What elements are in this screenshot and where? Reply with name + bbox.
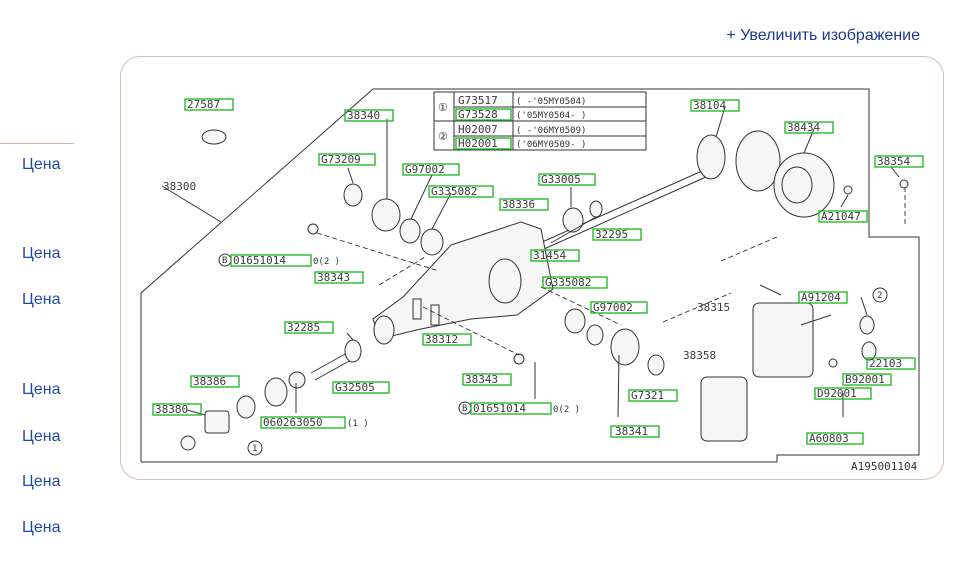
part-number[interactable]: A60803 bbox=[809, 432, 849, 445]
bolt-mark: B bbox=[462, 404, 467, 414]
table-range: ('05MY0504- ) bbox=[516, 111, 586, 121]
table-mark: ① bbox=[438, 101, 448, 114]
part-number[interactable]: G97002 bbox=[593, 301, 633, 314]
applicability-table: ① ② G73517 G73528 H02007 H02001 ( -'05MY… bbox=[433, 91, 647, 151]
part-number[interactable]: G32505 bbox=[335, 381, 375, 394]
bolt-code[interactable]: 01651014 bbox=[233, 254, 286, 267]
part-number[interactable]: D92001 bbox=[817, 387, 857, 400]
part-number[interactable]: 38386 bbox=[193, 375, 226, 388]
part-number[interactable]: G33005 bbox=[541, 173, 581, 186]
part-number: 38358 bbox=[683, 349, 716, 362]
bolt-mark: B bbox=[222, 256, 227, 266]
price-label: Цена bbox=[22, 245, 61, 262]
part-number[interactable]: 31454 bbox=[533, 249, 566, 262]
part-number[interactable]: 38380 bbox=[155, 403, 188, 416]
table-part[interactable]: H02007 bbox=[458, 123, 498, 136]
table-part[interactable]: G73517 bbox=[458, 94, 498, 107]
part-drawings bbox=[180, 129, 909, 451]
price-label: Цена bbox=[22, 381, 61, 398]
circle-marks: 1 2 bbox=[247, 287, 888, 456]
sidebar-divider bbox=[0, 143, 74, 144]
part-number[interactable]: G7321 bbox=[631, 389, 664, 402]
circle-mark: 1 bbox=[252, 444, 257, 454]
figure-id: A195001104 bbox=[851, 460, 918, 473]
part-number[interactable]: 38340 bbox=[347, 109, 380, 122]
table-part[interactable]: H02001 bbox=[458, 137, 498, 150]
parts-diagram-card[interactable]: ① ② G73517 G73528 H02007 H02001 ( -'05MY… bbox=[120, 56, 944, 480]
circle-mark: 2 bbox=[877, 291, 882, 301]
bolt-qty: 0(2 ) bbox=[313, 257, 340, 267]
part-number[interactable]: 38343 bbox=[465, 373, 498, 386]
table-part[interactable]: G73528 bbox=[458, 108, 498, 121]
price-label: Цена bbox=[22, 156, 61, 173]
part-number[interactable]: 38434 bbox=[787, 121, 820, 134]
part-number[interactable]: A21047 bbox=[821, 210, 861, 223]
diagram-frame bbox=[140, 88, 920, 463]
part-number[interactable]: 38104 bbox=[693, 99, 726, 112]
part-labels[interactable]: 27587 38340 G73209 G97002 G335082 38300 … bbox=[152, 98, 924, 445]
table-mark: ② bbox=[438, 130, 448, 143]
table-range: ( -'05MY0504) bbox=[516, 97, 586, 107]
part-number[interactable]: 38343 bbox=[317, 271, 350, 284]
parts-diagram: ① ② G73517 G73528 H02007 H02001 ( -'05MY… bbox=[140, 88, 924, 473]
part-number[interactable]: G335082 bbox=[431, 185, 477, 198]
part-number[interactable]: 32295 bbox=[595, 228, 628, 241]
price-label: Цена bbox=[22, 473, 61, 490]
part-number: 38300 bbox=[163, 180, 196, 193]
price-label: Цена bbox=[22, 519, 61, 536]
bolt-code[interactable]: 01651014 bbox=[473, 402, 526, 415]
bolt-code[interactable]: 060263050 bbox=[263, 416, 323, 429]
price-label: Цена bbox=[22, 428, 61, 445]
price-label: Цена bbox=[22, 291, 61, 308]
part-number[interactable]: 32285 bbox=[287, 321, 320, 334]
part-number[interactable]: G335082 bbox=[545, 276, 591, 289]
bolt-qty: 0(2 ) bbox=[553, 405, 580, 415]
part-number[interactable]: A91204 bbox=[801, 291, 841, 304]
table-range: ('06MY0509- ) bbox=[516, 140, 586, 150]
part-number[interactable]: 22103 bbox=[869, 357, 902, 370]
zoom-image-link[interactable]: + Увеличить изображение bbox=[726, 27, 920, 44]
bolt-qty: (1 ) bbox=[347, 419, 369, 429]
part-number[interactable]: 38354 bbox=[877, 155, 910, 168]
part-number[interactable]: 38312 bbox=[425, 333, 458, 346]
part-number: 38315 bbox=[697, 301, 730, 314]
part-number[interactable]: 38336 bbox=[502, 198, 535, 211]
part-number[interactable]: 38341 bbox=[615, 425, 648, 438]
table-range: ( -'06MY0509) bbox=[516, 126, 586, 136]
part-number[interactable]: 27587 bbox=[187, 98, 220, 111]
part-number[interactable]: B92001 bbox=[845, 373, 885, 386]
part-number[interactable]: G97002 bbox=[405, 163, 445, 176]
leader-lines bbox=[161, 106, 900, 418]
bolt-callouts[interactable]: B 01651014 0(2 ) B 01651014 0(2 ) 060263… bbox=[218, 253, 580, 429]
part-number[interactable]: G73209 bbox=[321, 153, 361, 166]
